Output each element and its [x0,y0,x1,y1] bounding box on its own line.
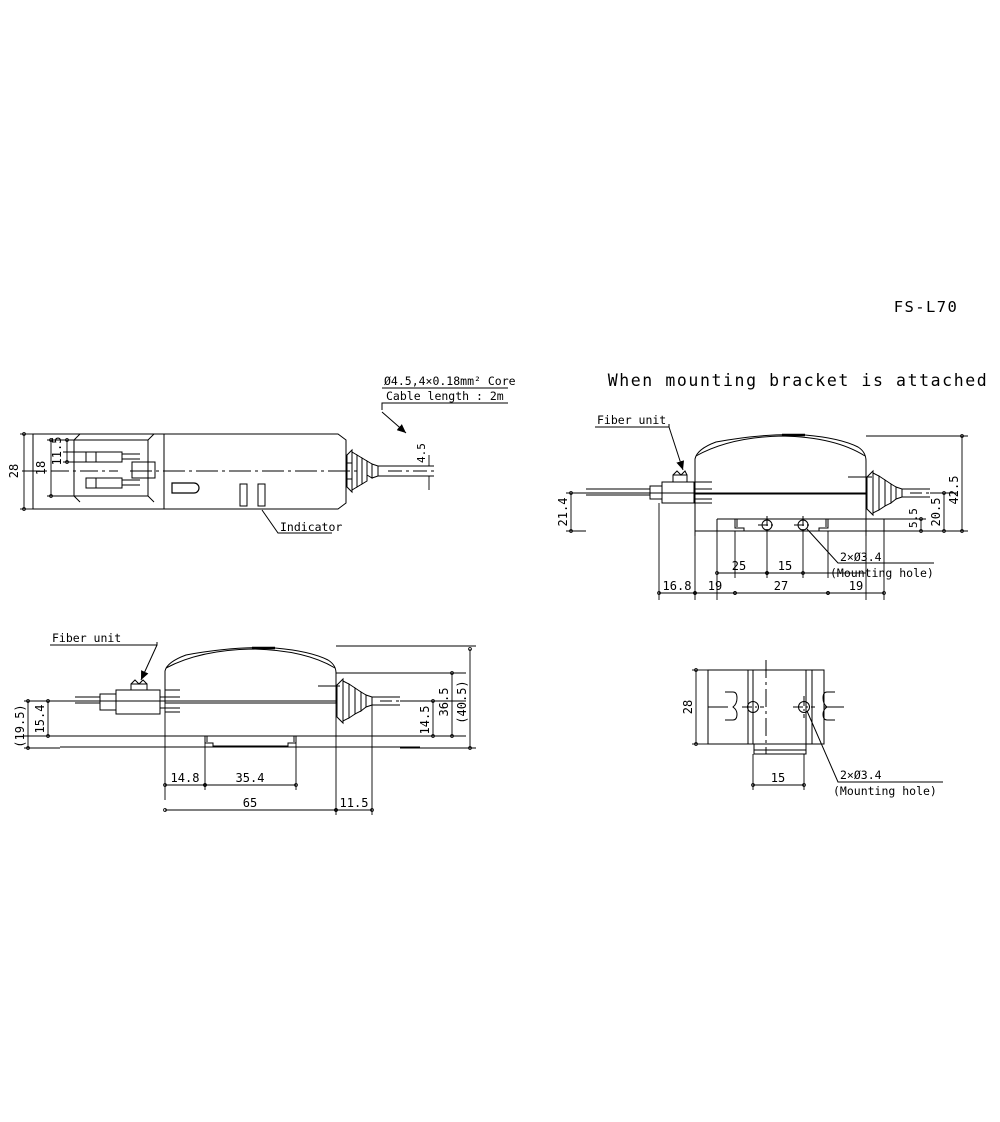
dim-label-36p5: 36.5 [437,688,451,717]
view-end-with-bracket [707,660,844,755]
dimensions-side-with-bracket [566,434,968,600]
slot-b [257,483,266,507]
dim-label-19-left: 19 [708,579,722,593]
body-dome [695,435,866,457]
clip-right [822,691,835,721]
mounting-hole-leader-right [806,528,934,564]
dim-label-cable-dia: 4.5 [415,443,428,463]
fiber-unit-connector [75,679,180,715]
mounting-foot [204,736,297,747]
dim-label-25: 25 [732,559,746,573]
dim-label-28: 28 [7,464,21,478]
dim-label-19p5: (19.5) [13,704,27,747]
view-side-with-bracket [580,433,940,536]
bottom-tab [753,744,807,755]
dim-label-11p5: 11.5 [50,437,64,466]
cable-spec-line1: Ø4.5,4×0.18mm² Core [384,374,516,388]
slot-a [239,483,248,507]
dimensions-end-view [692,668,806,790]
body-outline [694,434,867,495]
dim-label-28-end: 28 [681,700,695,714]
dim-label-19-right: 19 [849,579,863,593]
dim-label-65: 65 [243,796,257,810]
dim-label-35p4: 35.4 [236,771,265,785]
dim-label-18: 18 [34,461,48,475]
indicator-leader [261,509,332,534]
fiber-unit-leader-right [595,424,685,471]
dim-label-15: 15 [778,559,792,573]
cable-spec-line2: Cable length : 2m [386,389,504,403]
body-dome [165,648,336,669]
fiber-unit-connector [586,470,712,504]
cable-boot [336,677,373,725]
dimensions-side-no-bracket [24,645,476,815]
section-title: When mounting bracket is attached [608,371,989,390]
dim-label-27: 27 [774,579,788,593]
mounting-hole-label-end-1: 2×Ø3.4 [840,768,882,782]
leader-line [668,426,685,471]
clip-left [725,691,738,721]
foot-ticks [206,736,295,742]
fiber-unit-label-left: Fiber unit [52,631,121,645]
dim-label-40p5: (40.5) [455,680,469,723]
indicator-label: Indicator [280,520,342,534]
dim-label-11p5-cable: 11.5 [340,796,369,810]
terminal-block-detail [73,433,156,503]
fiber-unit-leader-left [50,642,158,681]
cable-boot [866,469,903,517]
part-number: FS-L70 [894,298,958,316]
dim-label-5p5: 5.5 [907,508,920,528]
view-front-no-bracket [22,433,434,510]
leader-line [140,644,158,681]
leader-line [806,710,943,783]
dim-label-21p4: 21.4 [556,498,570,527]
dim-label-20p5: 20.5 [929,498,943,527]
cable-boot [346,448,379,494]
fiber-unit-label-right: Fiber unit [597,413,666,427]
mounting-hole-leader-end [806,710,943,783]
mounting-hole-label-end-2: (Mounting hole) [833,784,937,798]
mounting-hole-label-2: (Mounting hole) [830,566,934,580]
indicator-leader-line [261,509,332,534]
mounting-hole-label-1: 2×Ø3.4 [840,550,882,564]
dimensions-front-no-bracket [20,432,430,511]
dim-label-15p4: 15.4 [33,705,47,734]
dim-label-16p8: 16.8 [663,579,692,593]
dim-label-14p8: 14.8 [171,771,200,785]
dim-label-15-end: 15 [771,771,785,785]
leader-line [806,528,934,564]
spec-underline-top [381,402,508,410]
body-outline [164,647,337,704]
spec-leader-line [381,411,407,434]
cable-spec-leader [381,387,508,434]
dim-label-14p5: 14.5 [418,706,432,735]
indicator-led [171,482,200,494]
mounting-bracket [694,494,890,536]
dim-label-42p5: 42.5 [947,476,961,505]
view-side-no-bracket [60,646,420,748]
